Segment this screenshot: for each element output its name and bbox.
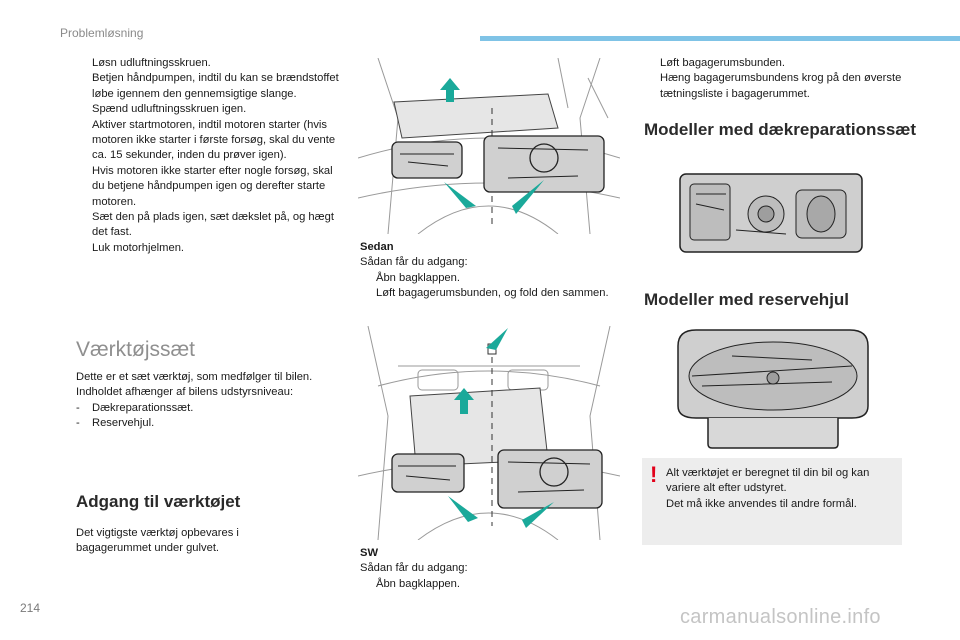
spare-wheel-illustration xyxy=(672,326,874,450)
sedan-title: Sedan xyxy=(360,241,394,253)
sw-trunk-illustration xyxy=(358,326,620,540)
arrow-up-icon xyxy=(486,328,508,350)
page-number: 214 xyxy=(20,601,41,615)
list-item: Løft bagagerumsbunden. xyxy=(660,57,786,69)
sedan-caption: Sedan Sådan får du adgang: Åbn bagklappe… xyxy=(360,240,610,302)
note-text: Alt værktøjet er beregnet til din bil og… xyxy=(666,467,870,495)
section-title: Problemløsning xyxy=(60,26,144,40)
fuel-bleed-steps: Løsn udluftningsskruen. Betjen håndpumpe… xyxy=(76,56,346,256)
exclamation-icon: ! xyxy=(650,462,658,487)
sedan-trunk-illustration xyxy=(358,58,620,234)
list-item: Aktiver startmotoren, indtil motoren sta… xyxy=(92,118,336,162)
floor-steps: Løft bagagerumsbunden. Hæng bagagerumsbu… xyxy=(644,56,906,102)
watermark: carmanualsonline.info xyxy=(680,606,881,628)
list-item: Løsn udluftningsskruen. xyxy=(92,57,211,69)
spare-wheel-heading: Modeller med reservehjul xyxy=(644,290,850,309)
header-accent-bar xyxy=(480,36,960,41)
sw-caption: SW Sådan får du adgang: Åbn bagklappen. xyxy=(360,546,610,592)
note-text: Det må ikke anvendes til andre formål. xyxy=(666,497,857,510)
arrow-down-icon xyxy=(512,180,544,214)
list-item: Spænd udluftningsskruen igen. xyxy=(92,103,247,116)
list-item: Betjen håndpumpen, indtil du kan se bræn… xyxy=(92,72,339,100)
sw-intro: Sådan får du adgang: xyxy=(360,562,468,575)
list-item: Luk motorhjelmen. xyxy=(92,241,185,254)
list-item: Hæng bagagerumsbundens krog på den øvers… xyxy=(660,72,902,100)
toolkit-intro: Dette er et sæt værktøj, som medfølger t… xyxy=(76,371,313,399)
list-item: Åbn bagklappen. xyxy=(376,271,460,284)
sedan-intro: Sådan får du adgang: xyxy=(360,256,468,269)
arrow-down-icon xyxy=(448,496,478,522)
arrow-up-icon xyxy=(454,388,474,414)
arrow-down-icon xyxy=(444,182,476,208)
list-item: Sæt den på plads igen, sæt dækslet på, o… xyxy=(92,211,334,239)
arrow-up-icon xyxy=(440,78,460,102)
toolkit-heading: Værktøjssæt xyxy=(76,338,196,361)
list-item: -Dækreparationssæt. xyxy=(76,401,194,414)
list-item: Løft bagagerumsbunden, og fold den samme… xyxy=(376,287,609,300)
access-heading: Adgang til værktøjet xyxy=(76,492,241,511)
warning-note: ! Alt værktøjet er beregnet til din bil … xyxy=(642,458,902,545)
repair-kit-heading: Modeller med dækreparationssæt xyxy=(644,120,917,139)
list-item: Åbn bagklappen. xyxy=(376,577,460,590)
repair-kit-illustration xyxy=(676,170,866,256)
arrow-down-icon xyxy=(522,502,554,528)
toolkit-section: Dette er et sæt værktøj, som medfølger t… xyxy=(76,370,351,432)
list-item: -Reservehjul. xyxy=(76,417,155,430)
access-text: Det vigtigste værktøj opbevares i bagage… xyxy=(76,527,239,555)
list-item: Hvis motoren ikke starter efter nogle fo… xyxy=(92,164,333,208)
sw-title: SW xyxy=(360,547,379,559)
